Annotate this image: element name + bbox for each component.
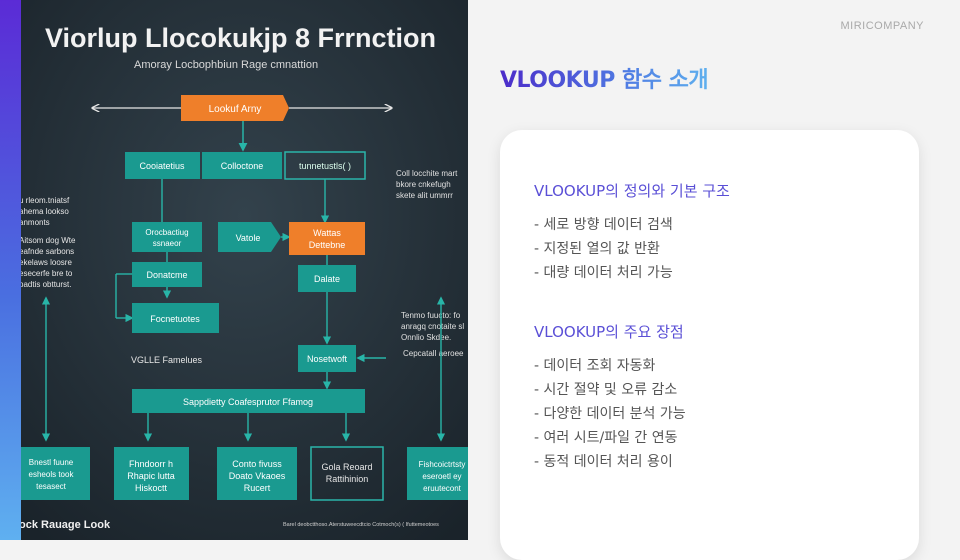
box-orocbactiug-line2: ssnaeor	[153, 239, 182, 248]
bullet-item: - 지정된 열의 값 반환	[534, 241, 660, 257]
svg-text:Rhapic lutta: Rhapic lutta	[127, 471, 175, 481]
svg-text:Gola Reoard: Gola Reoard	[321, 462, 372, 472]
svg-text:Bnestl fuune: Bnestl fuune	[29, 458, 74, 467]
bullet-item: - 대량 데이터 처리 가능	[534, 265, 673, 281]
box-orocbactiug-line1: Orocbactiug	[145, 228, 188, 237]
slide-title: VLOOKUP 함수 소개	[500, 62, 709, 94]
left-note: u rleom.tniatsf ahema lookso anmonts Ait…	[21, 196, 76, 289]
bottom-box-right-text: Fishcoictrtsty eseroetl ey eruutecont	[419, 460, 466, 493]
box-wattas-line1: Wattas	[313, 228, 341, 238]
svg-text:Tenmo fuucto: fo: Tenmo fuucto: fo	[401, 311, 461, 320]
lookup-array-box	[181, 95, 289, 121]
svg-text:esecerfe bre to: esecerfe bre to	[21, 269, 73, 278]
box-donatcme-label: Donatcme	[146, 270, 187, 280]
svg-text:padtis obtturst.: padtis obtturst.	[21, 280, 71, 289]
box-orocbactiug	[132, 222, 202, 252]
image-title: Viorlup Llocokukjp 8 Frrnction	[45, 23, 436, 53]
company-name: MIRICOMPANY	[840, 20, 924, 32]
svg-text:Aitsom dog Wte: Aitsom dog Wte	[21, 236, 76, 245]
box-colloctone-label: Colloctone	[221, 161, 264, 171]
vglle-label: VGLLE Famelues	[131, 355, 203, 365]
bullet-item: - 여러 시트/파일 간 연동	[534, 430, 678, 446]
bullet-item: - 데이터 조회 자동화	[534, 358, 656, 374]
bullet-item: - 다양한 데이터 분석 가능	[534, 406, 686, 422]
box-nosetwoft	[298, 345, 356, 372]
section-heading: VLOOKUP의 주요 장점	[534, 323, 684, 341]
bullet-item: - 동적 데이터 처리 용이	[534, 454, 673, 470]
content-card: VLOOKUP의 정의와 기본 구조 - 세로 방향 데이터 검색 - 지정된 …	[500, 130, 919, 560]
image-subtitle: Amoray Locbophbiun Rage cmnattion	[134, 59, 318, 71]
svg-text:eafnde sarbons: eafnde sarbons	[21, 247, 74, 256]
bottom-box-3	[310, 446, 384, 501]
section-heading: VLOOKUP의 정의와 기본 구조	[534, 182, 730, 200]
bullet-item: - 시간 절약 및 오류 감소	[534, 382, 678, 398]
svg-text:Hiskoctt: Hiskoctt	[135, 483, 168, 493]
svg-text:Coll locchite mart: Coll locchite mart	[396, 169, 458, 178]
box-colloctone	[202, 152, 282, 179]
bottom-box-2-text: Conto fivuss Doato Vkaoes Rucert	[229, 459, 286, 493]
svg-text:skete alit ummrr: skete alit ummrr	[396, 191, 453, 200]
box-vatole-label: Vatole	[236, 233, 261, 243]
box-cooiatetius	[125, 152, 200, 179]
box-cooiatetius-label: Cooiatetius	[139, 161, 185, 171]
right-note-1: Coll locchite mart bkore cnkefugh skete …	[396, 169, 458, 200]
svg-text:Fishcoictrtsty: Fishcoictrtsty	[419, 460, 466, 469]
image-footer-left: ock Rauage Look	[21, 519, 111, 531]
right-note-2: Tenmo fuucto: fo anragq cnotaite sl Onnl…	[401, 311, 464, 342]
svg-text:Conto fivuss: Conto fivuss	[232, 459, 282, 469]
svg-text:Fhndoorr h: Fhndoorr h	[129, 459, 173, 469]
bottom-box-1	[114, 447, 189, 500]
svg-text:ekelaws loosre: ekelaws loosre	[21, 258, 72, 267]
box-wattas-line2: Dettebne	[309, 240, 346, 250]
svg-text:Onnlio Skdee.: Onnlio Skdee.	[401, 333, 451, 342]
box-focnetuotes	[132, 303, 219, 333]
bottom-box-left-text: Bnestl fuune esheols took tesasect	[29, 458, 75, 491]
svg-text:Doato Vkaoes: Doato Vkaoes	[229, 471, 286, 481]
svg-text:tesasect: tesasect	[36, 482, 67, 491]
box-wattas	[289, 222, 365, 255]
image-footer-right: Barel deobctthoso.Aterstuweecdtcio Cotmo…	[283, 522, 439, 528]
box-dalate-label: Dalate	[314, 274, 340, 284]
bottom-box-left	[21, 447, 90, 500]
wide-box-label: Sappdietty Coafesprutor Ffamog	[183, 397, 313, 407]
section-advantages: VLOOKUP의 주요 장점 - 데이터 조회 자동화 - 시간 절약 및 오류…	[534, 321, 686, 474]
bottom-box-3-text: Gola Reoard Rattihinion	[321, 462, 372, 484]
svg-text:esheols took: esheols took	[29, 470, 75, 479]
bottom-box-2	[217, 447, 297, 500]
box-dalate	[298, 265, 356, 292]
lookup-array-label: Lookuf Arny	[209, 104, 262, 115]
vlookup-flowchart-image: Viorlup Llocokukjp 8 Frrnction Amoray Lo…	[21, 0, 468, 540]
svg-text:ahema lookso: ahema lookso	[21, 207, 69, 216]
svg-text:u rleom.tniatsf: u rleom.tniatsf	[21, 196, 70, 205]
accent-bar	[0, 0, 21, 540]
section-definition: VLOOKUP의 정의와 기본 구조 - 세로 방향 데이터 검색 - 지정된 …	[534, 180, 730, 285]
wide-box	[132, 389, 365, 413]
svg-text:Rattihinion: Rattihinion	[326, 474, 369, 484]
svg-text:bkore cnkefugh: bkore cnkefugh	[396, 180, 451, 189]
svg-text:anmonts: anmonts	[21, 218, 50, 227]
bullet-list: - 세로 방향 데이터 검색 - 지정된 열의 값 반환 - 대량 데이터 처리…	[534, 213, 730, 285]
bullet-list: - 데이터 조회 자동화 - 시간 절약 및 오류 감소 - 다양한 데이터 분…	[534, 354, 686, 474]
bullet-item: - 세로 방향 데이터 검색	[534, 217, 673, 233]
svg-text:eruutecont: eruutecont	[423, 484, 462, 493]
box-donatcme	[132, 262, 202, 287]
box-focnetuotes-label: Focnetuotes	[150, 314, 200, 324]
box-tunnetustls-label: tunnetustls( )	[299, 161, 351, 171]
box-nosetwoft-label: Nosetwoft	[307, 354, 348, 364]
bottom-box-1-text: Fhndoorr h Rhapic lutta Hiskoctt	[127, 459, 175, 493]
box-vatole	[218, 222, 281, 252]
svg-text:Rucert: Rucert	[244, 483, 271, 493]
right-note-3: Cepcatall aeroee	[403, 349, 464, 358]
bottom-box-right	[407, 447, 468, 500]
svg-text:anragq cnotaite sl: anragq cnotaite sl	[401, 322, 464, 331]
svg-text:eseroetl ey: eseroetl ey	[422, 472, 461, 481]
